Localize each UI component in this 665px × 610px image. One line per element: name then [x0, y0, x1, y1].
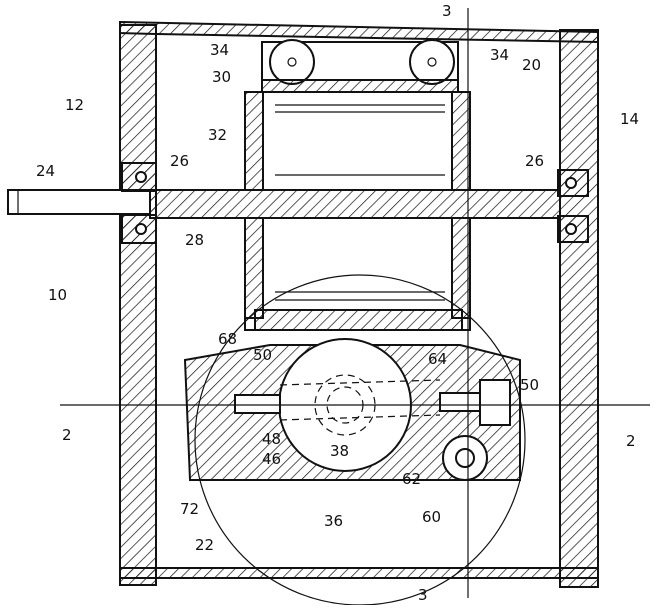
label-28: 28: [185, 231, 204, 249]
right-wall: [559, 29, 599, 588]
label-68: 68: [218, 330, 237, 348]
top-wall: [119, 20, 599, 44]
label-26-left: 26: [170, 152, 189, 170]
label-24: 24: [36, 162, 55, 180]
label-50-right: 50: [520, 376, 539, 394]
section-3-bottom: 3: [418, 586, 428, 604]
left-wall: [119, 24, 157, 586]
label-60: 60: [422, 508, 441, 526]
shaft-end: [7, 189, 151, 215]
label-46: 46: [262, 450, 281, 468]
gear-teeth-band: [254, 309, 463, 331]
bottom-wall: [119, 567, 599, 579]
label-30: 30: [212, 68, 231, 86]
lower-block: [183, 338, 521, 481]
label-10: 10: [48, 286, 67, 304]
label-38: 38: [330, 442, 349, 460]
label-20: 20: [522, 56, 541, 74]
section-3-top: 3: [442, 2, 452, 20]
roller-assembly: [261, 39, 459, 101]
label-34-right: 34: [490, 46, 509, 64]
piston-left: [234, 394, 281, 414]
housing: [119, 20, 599, 588]
roller-left: [269, 39, 315, 85]
label-48: 48: [262, 430, 281, 448]
reference-labels: 34 34 20 30 12 14 32 24 26 26 28 10 68 5…: [36, 2, 639, 604]
label-22: 22: [195, 536, 214, 554]
section-2-right: 2: [626, 432, 636, 450]
bearings: [121, 162, 589, 244]
label-62: 62: [402, 470, 421, 488]
label-36: 36: [324, 512, 343, 530]
label-26-right: 26: [525, 152, 544, 170]
label-12: 12: [65, 96, 84, 114]
label-50-left: 50: [253, 346, 272, 364]
roller-right: [409, 39, 455, 85]
section-2-left: 2: [62, 426, 72, 444]
shaft: [7, 189, 561, 219]
main-shaft: [149, 189, 561, 219]
upper-drum: [244, 91, 471, 191]
label-34-left: 34: [210, 41, 229, 59]
label-14: 14: [620, 110, 639, 128]
label-72: 72: [180, 500, 199, 518]
label-32: 32: [208, 126, 227, 144]
label-64: 64: [428, 350, 447, 368]
lower-drum: [244, 217, 471, 331]
